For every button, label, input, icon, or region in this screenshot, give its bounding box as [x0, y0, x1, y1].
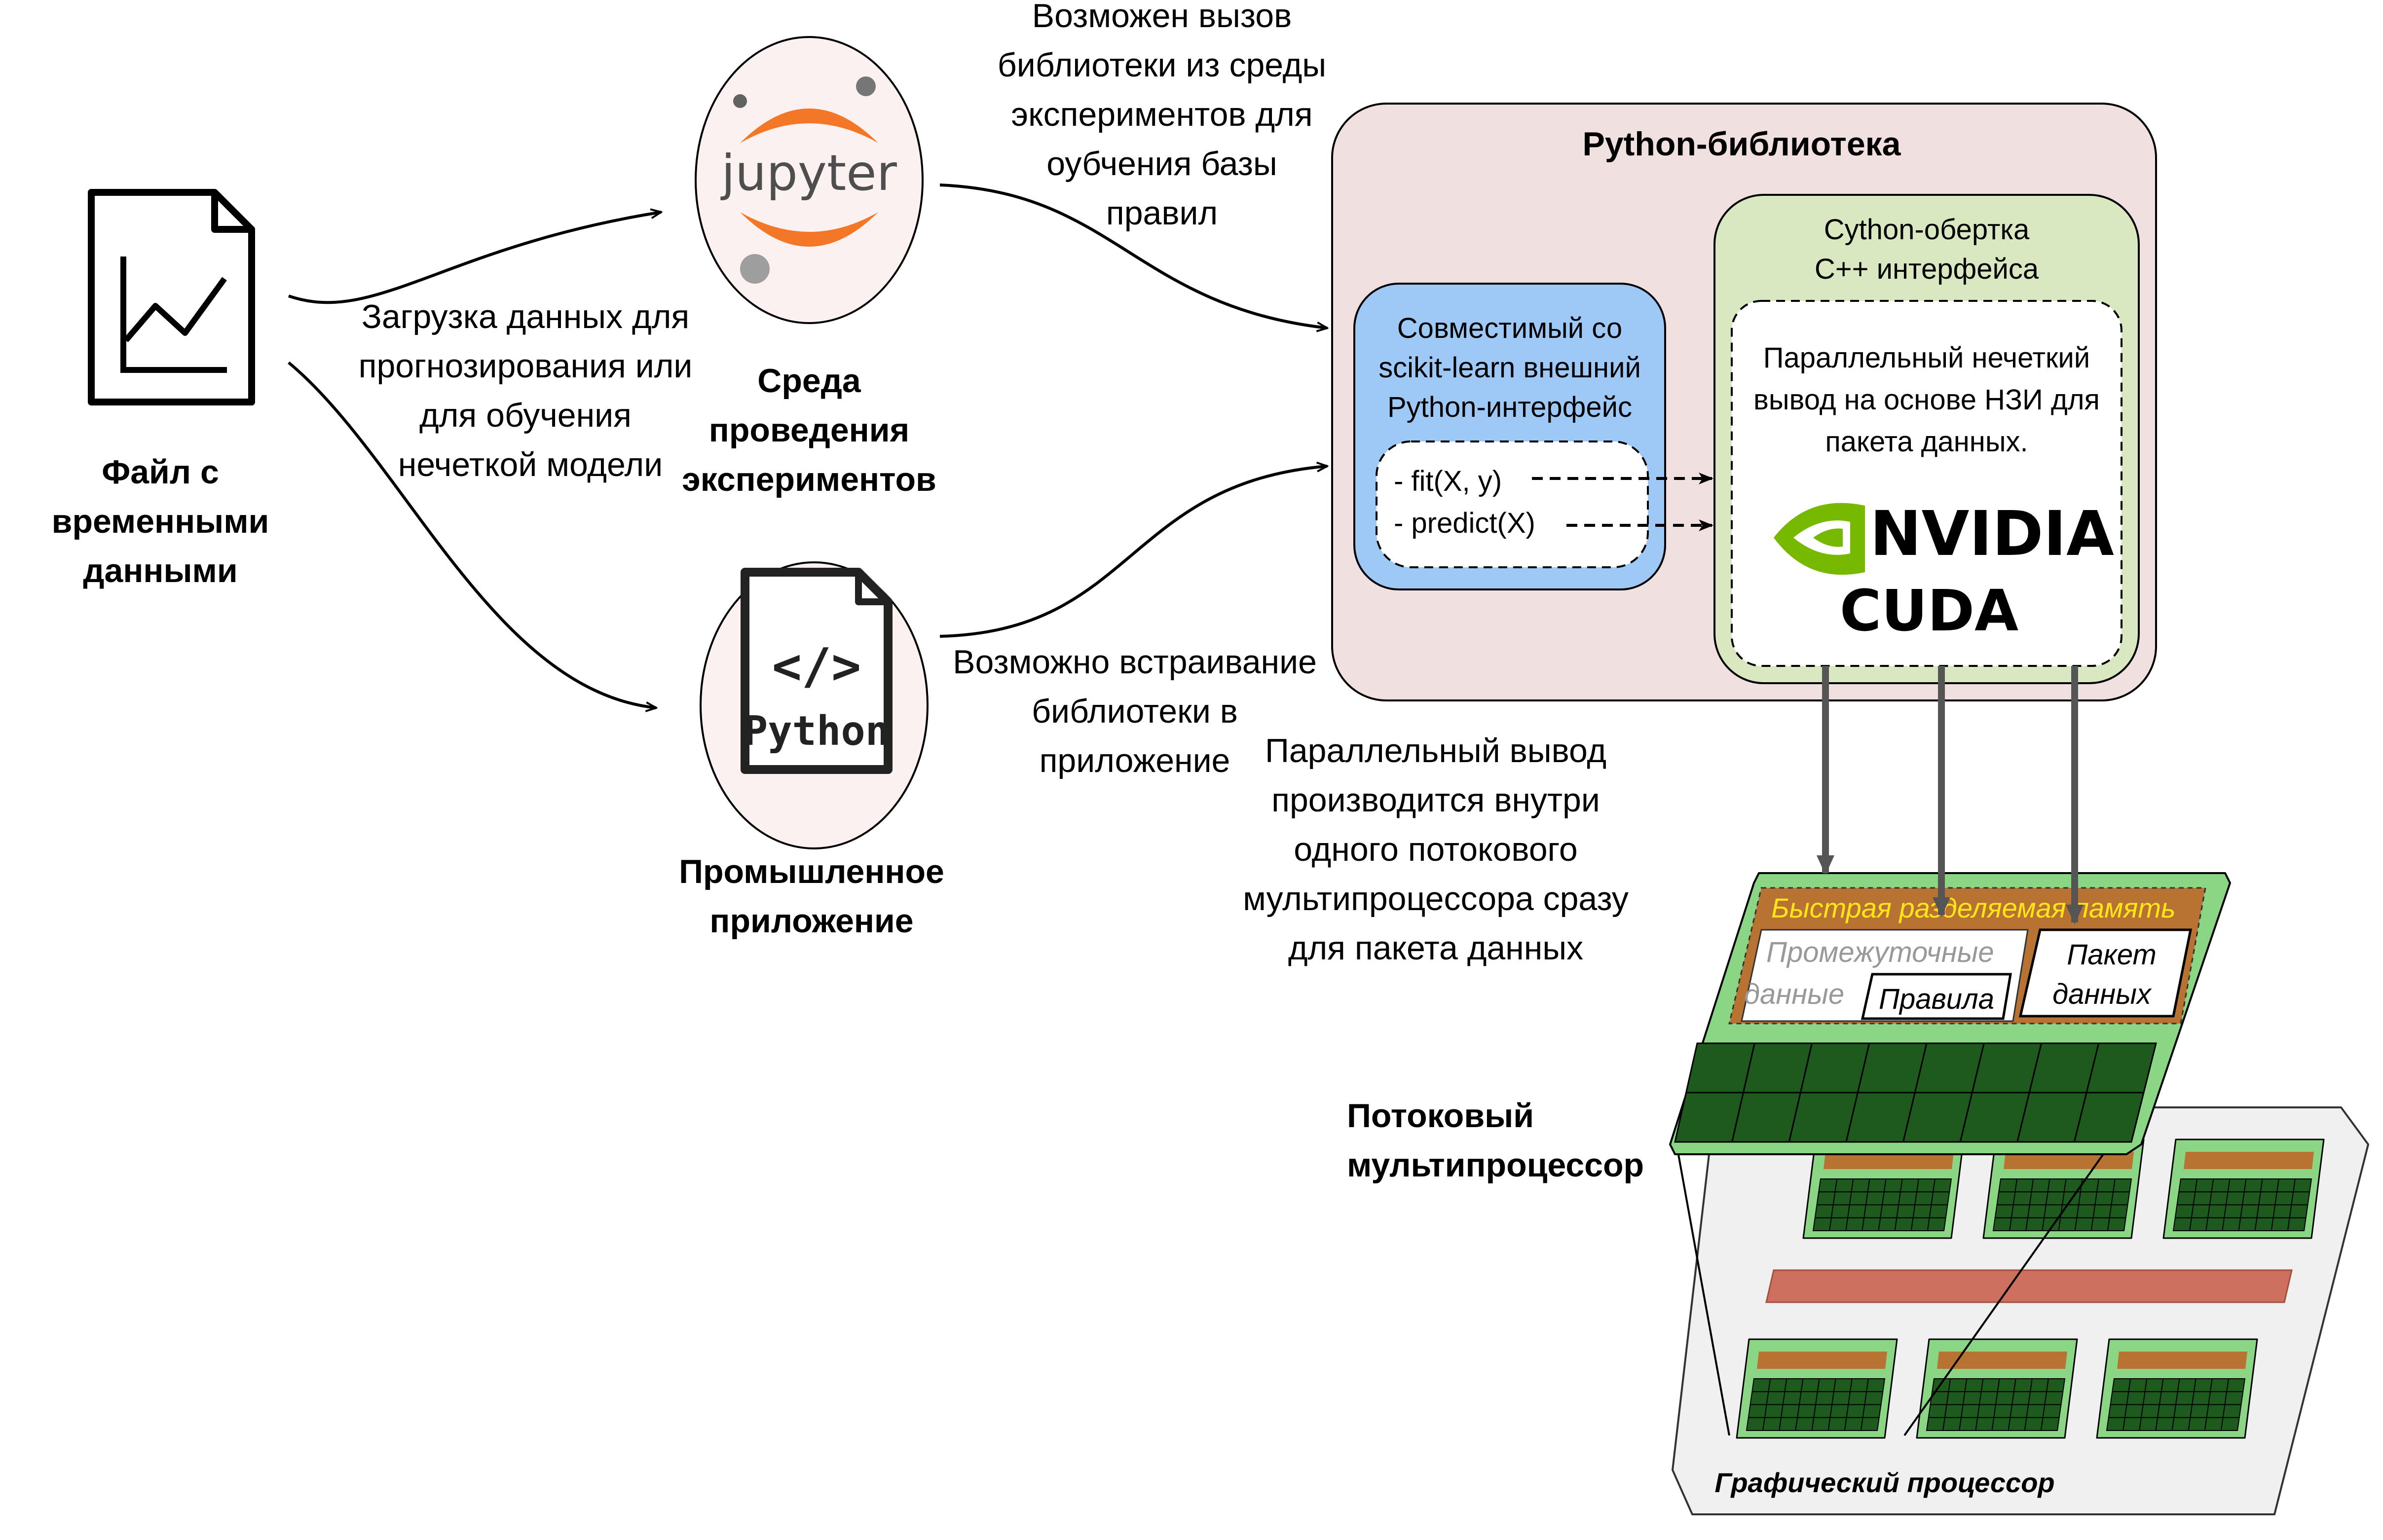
sm-link-line-left: [1676, 1149, 1730, 1436]
gpu-sm-tiles: [1736, 1138, 2325, 1439]
gpu-sm-tile: [1916, 1338, 2078, 1439]
sm-intermediate-line1: Промежуточные: [1766, 936, 1994, 968]
python-app-node: </> Python: [700, 561, 929, 849]
embed-text-line3: приложение: [1040, 742, 1230, 779]
jupyter-label-line2: проведения: [709, 411, 909, 449]
python-file-icon: </> Python: [741, 568, 893, 774]
file-label-line1: Файл с: [102, 453, 219, 491]
sklearn-line3: Python-интерфейс: [1387, 391, 1632, 423]
file-label-line2: временными: [52, 503, 269, 540]
sm-rules-label: Правила: [1879, 983, 1994, 1015]
cuda-wordmark: CUDA: [1840, 578, 2018, 644]
inference-line2: вывод на основе НЗИ для: [1753, 384, 2100, 416]
jupyter-label-line1: Среда: [757, 362, 861, 400]
sm-link-line-right: [1903, 1148, 2108, 1436]
app-label-line1: Промышленное: [679, 853, 944, 890]
method-predict: - predict(X): [1394, 507, 1535, 539]
sm-label-line2: мультипроцессор: [1347, 1146, 1644, 1184]
file-to-app-arrow: [288, 361, 656, 708]
gpu-l2-bar: [1765, 1269, 2293, 1303]
gpu-sm-tile: [1736, 1338, 1898, 1439]
python-library: Python-библиотека Совместимый со scikit-…: [1331, 103, 2157, 701]
gpu-sm-tile: [2162, 1138, 2325, 1239]
sm-rules-box: [1861, 973, 2012, 1020]
call-text-line5: правил: [1106, 194, 1218, 232]
jupyter-node: jupyter: [695, 36, 924, 324]
jupyter-logo-text: jupyter: [720, 144, 897, 202]
sm-shared-memory-label: Быстрая разделяемая память: [1771, 892, 2176, 923]
sm-label-line1: Потоковый: [1347, 1097, 1534, 1135]
call-text-line1: Возможен вызов: [1032, 0, 1292, 35]
call-text-line2: библиотеки из среды: [998, 46, 1326, 84]
inference-line1: Параллельный нечеткий: [1763, 342, 2090, 374]
jupyter-to-library-arrow: [939, 183, 1327, 328]
jupyter-logo-icon: jupyter: [720, 76, 897, 284]
load-text-line2: прогнозирования или: [359, 347, 693, 385]
methods-box: [1376, 440, 1649, 568]
chart-document-icon: [88, 189, 255, 405]
gpu-block: Графический процессор: [1672, 1106, 2369, 1515]
cython-line1: Cython-обертка: [1824, 214, 2030, 246]
app-to-library-arrow: [939, 466, 1327, 638]
sklearn-line2: scikit-learn внешний: [1378, 352, 1641, 384]
python-logo-text: Python: [744, 708, 890, 755]
jupyter-label-line3: экспериментов: [682, 461, 936, 498]
parallel-text-line2: производится внутри: [1271, 781, 1600, 819]
load-text-line4: нечеткой модели: [398, 446, 663, 483]
inference-box: [1731, 300, 2122, 667]
file-to-jupyter-arrow: [288, 212, 661, 304]
parallel-text-line4: мультипроцессора сразу: [1243, 880, 1629, 917]
nvidia-wordmark: NVIDIA: [1870, 498, 2114, 570]
parallel-text-line5: для пакета данных: [1288, 929, 1583, 967]
parallel-text-line1: Параллельный вывод: [1265, 732, 1606, 770]
sm-batch-line2: данных: [2052, 978, 2152, 1010]
file-label-line3: данными: [83, 552, 237, 589]
python-code-symbol: </>: [772, 637, 861, 695]
sklearn-line1: Совместимый со: [1397, 312, 1622, 344]
streaming-multiprocessor: Быстрая разделяемая память Промежуточные…: [1669, 872, 2231, 1155]
load-text-line3: для обучения: [419, 397, 632, 434]
parallel-text-line3: одного потокового: [1294, 831, 1577, 868]
gpu-sm-tile: [1802, 1138, 1965, 1239]
sm-batch-box: [2018, 928, 2193, 1018]
sm-intermediate-line2: данные: [1744, 978, 1844, 1010]
method-fit: - fit(X, y): [1394, 465, 1502, 497]
sm-batch-line1: Пакет: [2067, 939, 2157, 971]
call-text-line3: экспериментов для: [1011, 96, 1312, 133]
gpu-label: Графический процессор: [1714, 1467, 2054, 1498]
inference-line3: пакета данных.: [1825, 426, 2028, 458]
jupyter-ellipse: [695, 36, 924, 324]
app-label-line2: приложение: [709, 902, 913, 940]
gpu-sm-tile: [2096, 1338, 2258, 1439]
nvidia-eye-icon: [1774, 503, 1865, 575]
embed-text-line1: Возможно встраивание: [953, 643, 1317, 681]
embed-text-line2: библиотеки в: [1032, 693, 1238, 730]
sm-core-grid-lines: [1686, 1043, 2144, 1142]
cython-line2: С++ интерфейса: [1815, 253, 2039, 285]
python-library-title: Python-библиотека: [1582, 125, 1901, 163]
load-text-line1: Загрузка данных для: [362, 298, 689, 335]
call-text-line4: оубчения базы: [1046, 145, 1277, 183]
